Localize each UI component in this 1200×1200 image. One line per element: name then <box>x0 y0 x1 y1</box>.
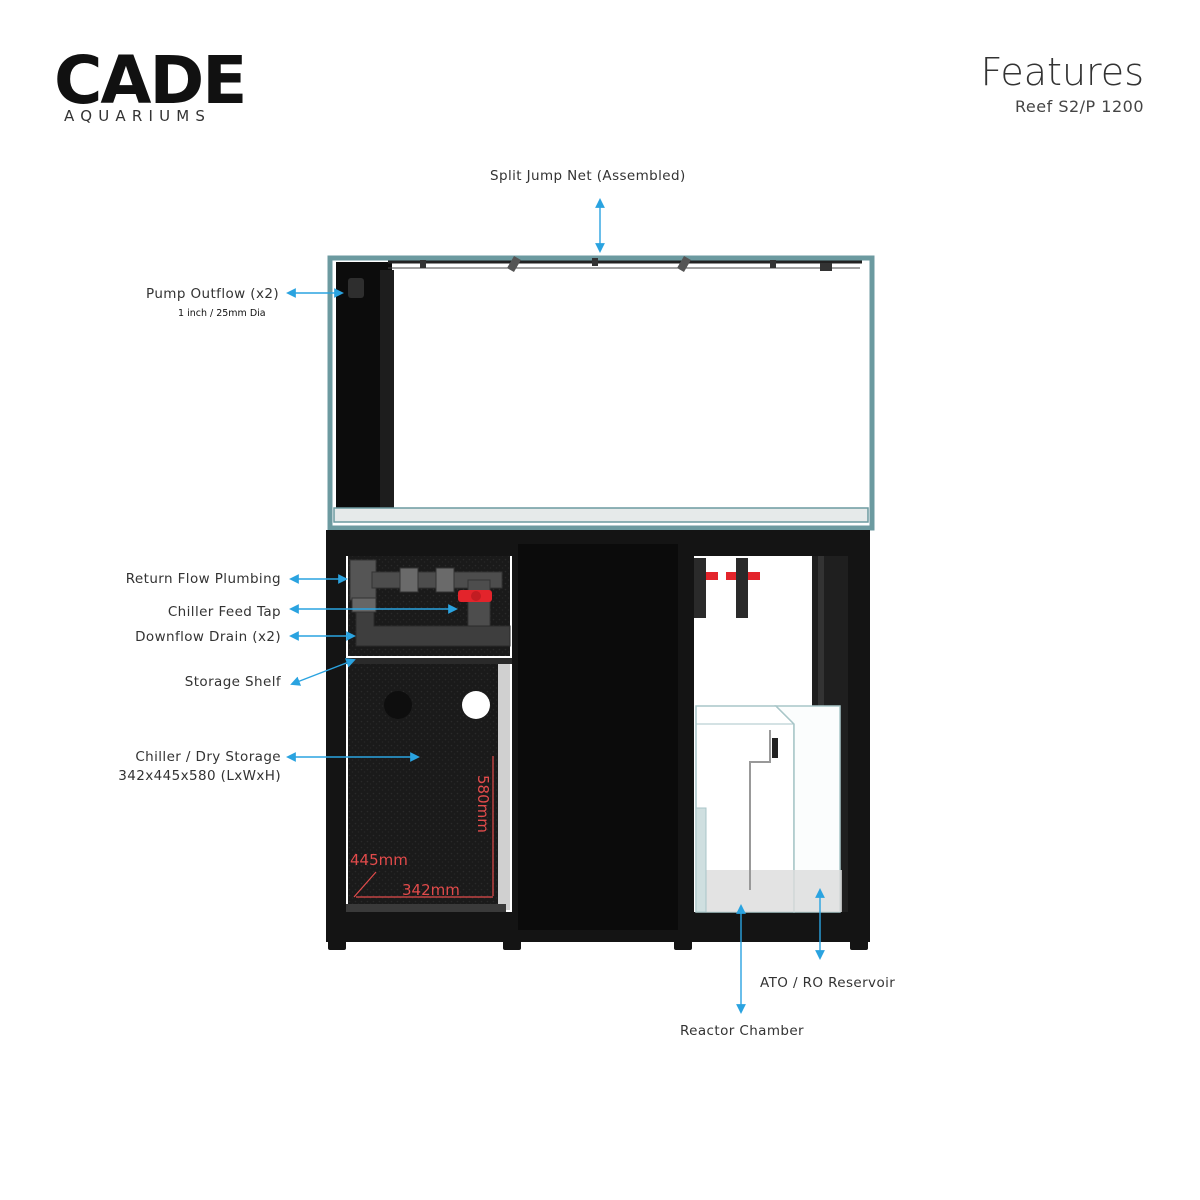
sump <box>695 705 842 913</box>
ato-reservoir-label: ATO / RO Reservoir <box>760 975 896 991</box>
brand-logo: CADE <box>54 42 247 119</box>
height-dimension-label: 580mm <box>474 775 492 833</box>
storage-shelf-arrow <box>290 658 356 686</box>
return-flow-label: Return Flow Plumbing <box>125 571 281 587</box>
page-title: Features <box>980 50 1144 94</box>
jump-net-label: Split Jump Net (Assembled) <box>490 168 686 184</box>
pump-outflow-detail: 1 inch / 25mm Dia <box>178 308 266 319</box>
display-tank <box>327 255 875 531</box>
depth-dimension-label: 445mm <box>350 851 408 869</box>
model-name: Reef S2/P 1200 <box>1015 97 1144 116</box>
chiller-feed-label: Chiller Feed Tap <box>167 604 281 620</box>
cabinet-door <box>518 544 678 930</box>
storage-shelf <box>346 658 512 664</box>
cable-port <box>384 691 412 719</box>
downflow-drain-label: Downflow Drain (x2) <box>135 629 281 645</box>
reactor-valves <box>694 558 760 618</box>
reactor-chamber-label: Reactor Chamber <box>680 1023 804 1039</box>
brand-tagline: AQUARIUMS <box>64 107 212 125</box>
chiller-feed-valve <box>458 590 492 602</box>
cable-port <box>462 691 490 719</box>
width-dimension-label: 342mm <box>402 881 460 899</box>
chiller-storage-dims: 342x445x580 (LxWxH) <box>118 768 281 784</box>
jump-net <box>388 255 862 273</box>
pump-outflow-nozzle <box>348 278 364 298</box>
chiller-storage-label: Chiller / Dry Storage <box>135 749 281 765</box>
storage-shelf-label: Storage Shelf <box>184 674 281 690</box>
callout-arrows <box>286 198 825 1014</box>
pump-outflow-label: Pump Outflow (x2) <box>146 286 279 302</box>
dimension-lines <box>353 756 494 898</box>
